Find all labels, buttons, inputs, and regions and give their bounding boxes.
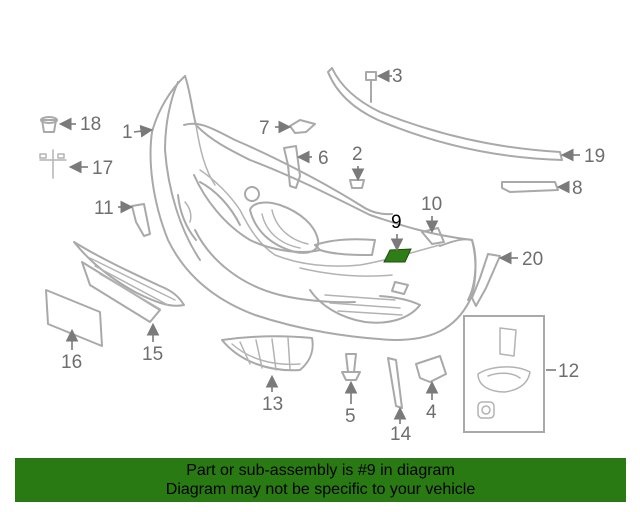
leader-lines <box>58 69 580 424</box>
side-bracket-8 <box>501 181 559 193</box>
bolt <box>365 71 377 103</box>
callouts: 1 2 3 4 5 6 7 8 9 10 11 12 13 14 15 16 1… <box>61 66 605 445</box>
bracket-4 <box>415 355 447 383</box>
callout-16: 16 <box>61 352 82 373</box>
callout-9: 9 <box>391 212 402 233</box>
callout-11: 11 <box>94 198 114 219</box>
bracket-6 <box>283 145 301 189</box>
callout-13: 13 <box>262 394 283 415</box>
callout-8: 8 <box>572 178 583 199</box>
strip-14 <box>387 357 403 409</box>
plate-bracket-16 <box>45 289 103 347</box>
upper-trim-strip <box>327 67 563 161</box>
fog-grille-13 <box>221 335 314 372</box>
callout-19: 19 <box>584 146 605 167</box>
callout-5: 5 <box>345 406 356 427</box>
banner-line-2: Diagram may not be specific to your vehi… <box>165 481 476 498</box>
callout-4: 4 <box>426 402 437 423</box>
callout-17: 17 <box>92 158 113 179</box>
callout-1: 1 <box>122 122 133 143</box>
callout-6: 6 <box>318 148 329 169</box>
lower-grille-15 <box>73 241 185 323</box>
clip-18 <box>40 116 58 133</box>
callout-2: 2 <box>352 144 363 165</box>
callout-12: 12 <box>558 361 579 382</box>
callout-10: 10 <box>421 194 442 215</box>
bracket-11 <box>131 203 151 237</box>
push-pin-2 <box>349 171 365 189</box>
bracket-7 <box>289 119 316 134</box>
info-banner: Part or sub-assembly is #9 in diagram Di… <box>15 458 626 502</box>
bumper-cover <box>149 75 477 341</box>
callout-18: 18 <box>80 114 101 135</box>
clip-10 <box>421 227 445 245</box>
callout-7: 7 <box>259 118 270 139</box>
callout-3: 3 <box>392 66 403 87</box>
callout-14: 14 <box>390 424 412 445</box>
push-pin-5 <box>341 353 361 381</box>
sensor-kit-12 <box>463 315 545 433</box>
banner-line-1: Part or sub-assembly is #9 in diagram <box>186 462 455 479</box>
callout-20: 20 <box>522 249 543 270</box>
callout-15: 15 <box>142 344 163 365</box>
clip-17 <box>39 149 67 179</box>
part-9-highlight <box>383 248 412 263</box>
